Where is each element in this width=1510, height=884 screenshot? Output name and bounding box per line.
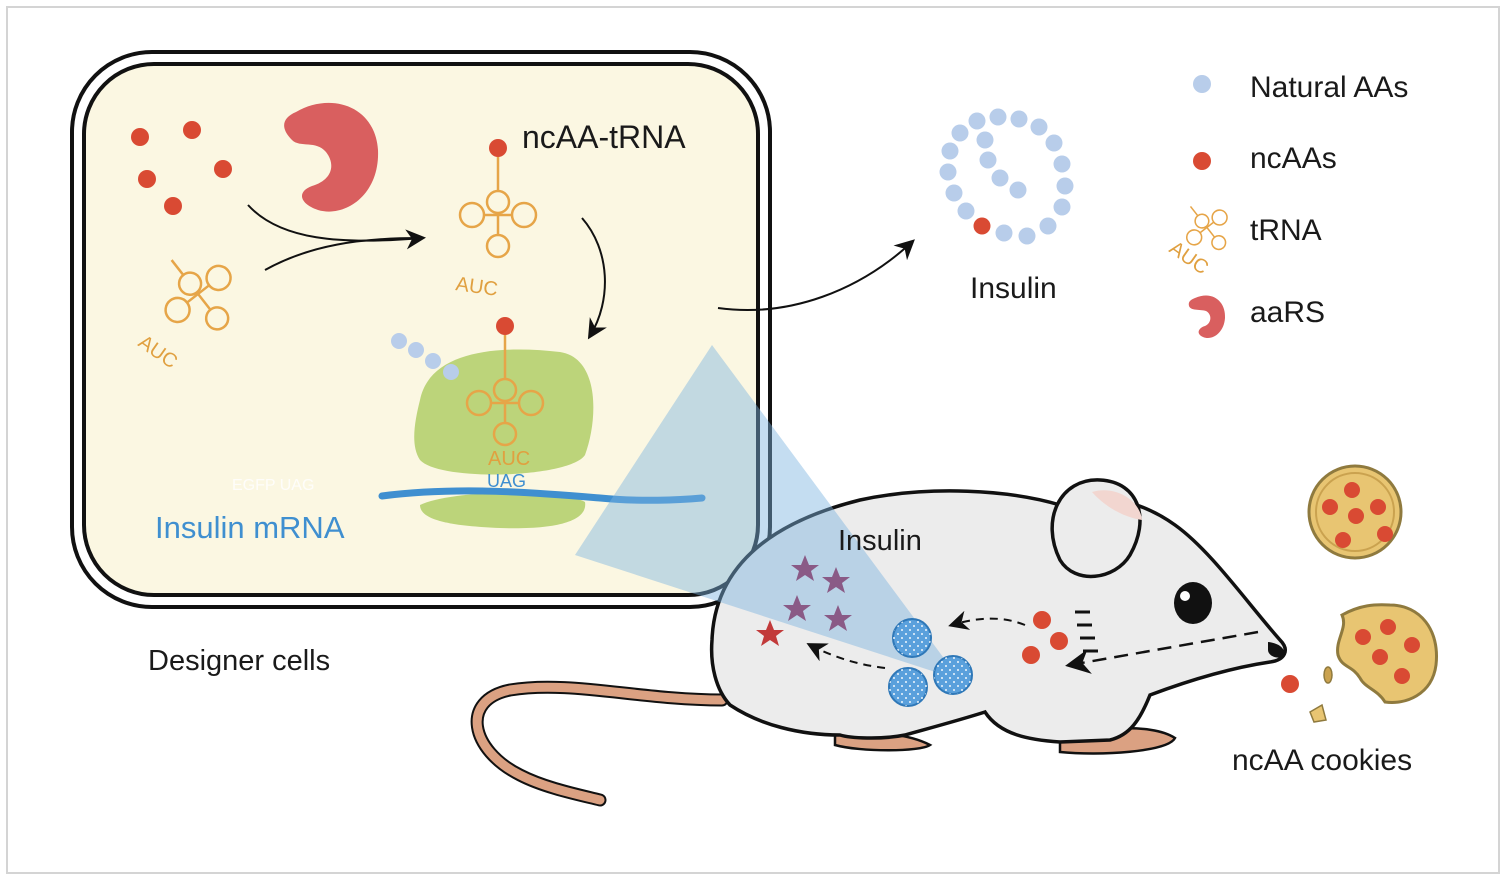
mouse-nose [1268, 642, 1285, 658]
ncaa-cookie-whole [1307, 464, 1403, 560]
legend-natural-aas-label: Natural AAs [1250, 71, 1408, 104]
cookie-crumbs [1281, 666, 1333, 723]
release-dashed-arrow [806, 643, 886, 669]
insulin-mrna-label: Insulin mRNA [155, 510, 345, 545]
legend: Natural AAs ncAAs AUC tRNA aaRS [1165, 71, 1408, 339]
anticodon-label-3: AUC [488, 448, 530, 470]
ribosome-trna-icon [465, 317, 545, 447]
charging-arrow [247, 204, 426, 250]
ncaa-cookie-bitten [1336, 603, 1438, 705]
red-dot-icon [1193, 152, 1211, 170]
mouse-body [709, 489, 1287, 744]
free-ncaa-dots [131, 121, 232, 215]
mouse-eye [1174, 582, 1212, 624]
ncaa-cookies-label: ncAA cookies [1232, 744, 1412, 777]
legend-aars-label: aaRS [1250, 296, 1325, 329]
insulin-stars [756, 555, 852, 646]
charged-trna-icon [458, 139, 538, 259]
legend-ncaas-label: ncAAs [1250, 142, 1337, 175]
designer-cell [70, 50, 772, 609]
insulin-mrna-strand [378, 487, 706, 504]
ncaa-trna-label: ncAA-tRNA [522, 119, 686, 155]
uptake-dashed-arrow [948, 610, 1026, 630]
implanted-capsules [888, 618, 973, 707]
growing-peptide [391, 333, 459, 380]
designer-cells-label: Designer cells [148, 645, 330, 677]
legend-trna-label: tRNA [1250, 214, 1322, 247]
delivery-arrow [581, 217, 607, 340]
codon-label: UAG [487, 471, 526, 491]
blue-dot-icon [1193, 75, 1211, 93]
aars-enzyme-icon [284, 102, 379, 212]
secretion-arrow [717, 239, 915, 312]
ingestion-dashed-arrow [1065, 630, 1259, 674]
insulin-output-label: Insulin [970, 272, 1057, 305]
mouse-tail [470, 680, 729, 807]
absorbed-ncaa-dots [1022, 611, 1068, 664]
trna-to-charging-arrow [264, 237, 421, 271]
implant-highlight-beam [575, 345, 960, 680]
aars-icon [1188, 295, 1226, 339]
faded-mrna-text: EGFP UAG [232, 477, 314, 494]
insulin-protein-spiral [939, 108, 1074, 245]
mouse [470, 478, 1287, 807]
insulin-in-mouse-label: Insulin [838, 525, 922, 557]
